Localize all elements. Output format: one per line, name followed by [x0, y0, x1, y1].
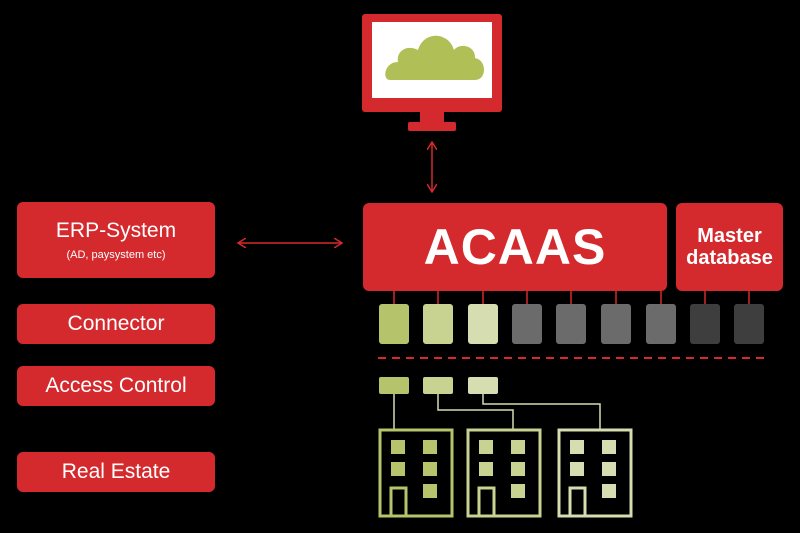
access-unit — [423, 377, 453, 394]
building-icon — [557, 428, 633, 518]
connector-module — [379, 304, 409, 344]
connector-module — [601, 304, 631, 344]
erp-system-subtitle: (AD, paysystem etc) — [66, 249, 166, 261]
access-control-label: Access Control — [45, 374, 187, 397]
access-unit — [468, 377, 498, 394]
connector-module — [734, 304, 764, 344]
real-estate-box: Real Estate — [17, 452, 215, 492]
erp-system-box: ERP-System (AD, paysystem etc) — [17, 202, 215, 278]
building-icon — [378, 428, 454, 518]
connector-module — [556, 304, 586, 344]
connector-modules — [379, 291, 764, 344]
master-database-line1: Master — [697, 225, 762, 247]
acaas-label: ACAAS — [423, 219, 607, 275]
erp-system-title: ERP-System — [55, 219, 177, 242]
access-unit — [379, 377, 409, 394]
connector-module — [690, 304, 720, 344]
connector-module — [423, 304, 453, 344]
building-icon — [466, 428, 542, 518]
access-control-units — [379, 377, 498, 394]
acaas-box: ACAAS — [363, 203, 667, 291]
building-connections — [393, 394, 601, 430]
connector-module — [512, 304, 542, 344]
master-database-box: Master database — [676, 203, 783, 291]
master-database-line2: database — [686, 247, 773, 269]
real-estate-label: Real Estate — [61, 460, 171, 483]
access-control-box: Access Control — [17, 366, 215, 406]
connector-box: Connector — [17, 304, 215, 344]
connector-label: Connector — [67, 312, 165, 335]
connector-module — [468, 304, 498, 344]
connector-module — [646, 304, 676, 344]
cloud-icon — [385, 35, 484, 80]
